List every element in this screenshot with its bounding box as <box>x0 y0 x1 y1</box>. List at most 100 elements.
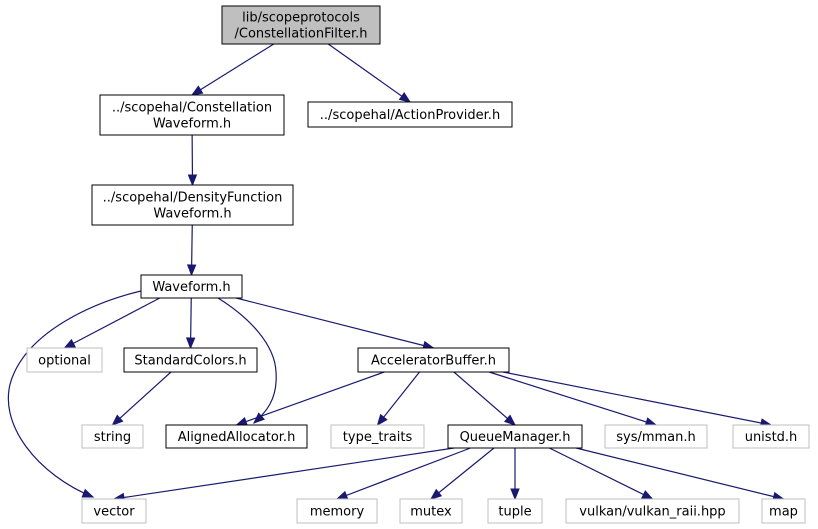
node-box <box>487 498 543 524</box>
node-box <box>330 424 425 449</box>
node-accelerator-buffer[interactable]: AcceleratorBuffer.h <box>357 347 510 373</box>
node-box <box>447 424 583 449</box>
edge-waveform-to-vector <box>7 290 142 498</box>
node-sys-mman[interactable]: sys/mman.h <box>604 424 708 449</box>
edge-line <box>7 290 142 498</box>
edge-constellation_waveform-to-density_function_waveform <box>187 134 198 187</box>
arrowhead <box>235 416 248 426</box>
node-standard-colors[interactable]: StandardColors.h <box>123 347 258 373</box>
node-box <box>91 184 294 226</box>
node-label: memory <box>310 505 365 520</box>
edge-line <box>502 371 772 426</box>
node-box <box>81 498 147 524</box>
edge-line <box>430 447 495 500</box>
edge-layer <box>7 43 785 503</box>
node-label: string <box>94 430 131 445</box>
arrowhead <box>510 488 520 501</box>
node-string[interactable]: string <box>81 424 144 449</box>
node-aligned-allocator[interactable]: AlignedAllocator.h <box>165 424 308 449</box>
node-label: AlignedAllocator.h <box>178 430 296 445</box>
edge-queue_manager-to-tuple <box>510 448 520 501</box>
edge-line <box>327 43 411 103</box>
node-box <box>165 424 308 449</box>
node-label: optional <box>38 354 91 369</box>
arrowhead <box>187 174 198 187</box>
node-box <box>565 498 740 524</box>
arrowhead <box>398 92 412 103</box>
edge-accelerator_buffer-to-type_traits <box>376 371 420 427</box>
node-label: Waveform.h <box>153 207 231 222</box>
edge-line <box>217 297 277 424</box>
edge-line <box>336 447 471 500</box>
arrowhead <box>81 488 95 498</box>
node-optional[interactable]: optional <box>26 347 103 373</box>
edge-constellation_filter-to-constellation_waveform <box>190 43 275 96</box>
node-unistd[interactable]: unistd.h <box>732 424 810 449</box>
arrowhead <box>63 338 76 349</box>
edge-line <box>191 43 275 96</box>
node-vulkan-raii[interactable]: vulkan/vulkan_raii.hpp <box>565 498 740 524</box>
node-label: unistd.h <box>745 430 798 445</box>
node-label: ../scopehal/ActionProvider.h <box>320 108 500 123</box>
node-queue-manager[interactable]: QueueManager.h <box>447 424 583 449</box>
node-label: tuple <box>498 505 531 520</box>
node-box <box>761 498 806 524</box>
edge-line <box>488 371 657 426</box>
node-box <box>99 94 285 136</box>
node-label: QueueManager.h <box>460 430 571 445</box>
edge-waveform-to-standard_colors <box>185 297 196 350</box>
node-waveform[interactable]: Waveform.h <box>140 274 243 299</box>
node-box <box>307 101 513 128</box>
arrowhead <box>335 490 349 500</box>
node-constellation-filter[interactable]: lib/scopeprotocols/ConstellationFilter.h <box>221 5 381 45</box>
edge-line <box>549 447 653 500</box>
node-label: sys/mman.h <box>616 430 696 445</box>
node-box <box>604 424 708 449</box>
arrowhead <box>186 264 197 277</box>
edge-queue_manager-to-vulkan_raii <box>549 447 654 500</box>
edge-accelerator_buffer-to-aligned_allocator <box>235 371 385 426</box>
node-type-traits[interactable]: type_traits <box>330 424 425 449</box>
node-vector[interactable]: vector <box>81 498 147 524</box>
node-tuple[interactable]: tuple <box>487 498 543 524</box>
node-label: AcceleratorBuffer.h <box>371 354 496 369</box>
node-box <box>357 347 510 373</box>
edge-line <box>575 447 784 500</box>
edge-density_function_waveform-to-waveform <box>186 224 197 277</box>
node-map[interactable]: map <box>761 498 806 524</box>
edge-line <box>112 371 172 426</box>
node-action-provider[interactable]: ../scopehal/ActionProvider.h <box>307 101 513 128</box>
edge-queue_manager-to-mutex <box>429 447 495 500</box>
arrowhead <box>185 337 196 350</box>
node-mutex[interactable]: mutex <box>399 498 463 524</box>
edge-line <box>235 297 434 349</box>
node-label: lib/scopeprotocols <box>242 11 360 26</box>
node-box <box>296 498 378 524</box>
edge-waveform-to-optional <box>63 297 161 349</box>
edge-queue_manager-to-map <box>575 447 785 502</box>
edge-line <box>113 447 455 500</box>
node-label: ../scopehal/Constellation <box>112 101 272 116</box>
edge-constellation_filter-to-action_provider <box>327 43 412 103</box>
node-label: /ConstellationFilter.h <box>235 27 368 42</box>
node-memory[interactable]: memory <box>296 498 378 524</box>
node-label: vector <box>93 505 135 520</box>
node-label: Waveform.h <box>153 117 231 132</box>
node-label: vulkan/vulkan_raii.hpp <box>579 505 725 520</box>
edge-queue_manager-to-memory <box>335 447 471 500</box>
node-box <box>399 498 463 524</box>
arrowhead <box>503 414 517 426</box>
node-box <box>123 347 258 373</box>
arrowhead <box>190 85 204 96</box>
edge-accelerator_buffer-to-queue_manager <box>453 371 517 426</box>
node-label: ../scopehal/DensityFunction <box>103 191 283 206</box>
edge-line <box>236 371 385 426</box>
arrowhead <box>429 488 443 500</box>
node-box <box>221 5 381 45</box>
arrowhead <box>111 414 124 426</box>
edge-standard_colors-to-string <box>111 371 172 426</box>
node-label: mutex <box>410 505 452 520</box>
